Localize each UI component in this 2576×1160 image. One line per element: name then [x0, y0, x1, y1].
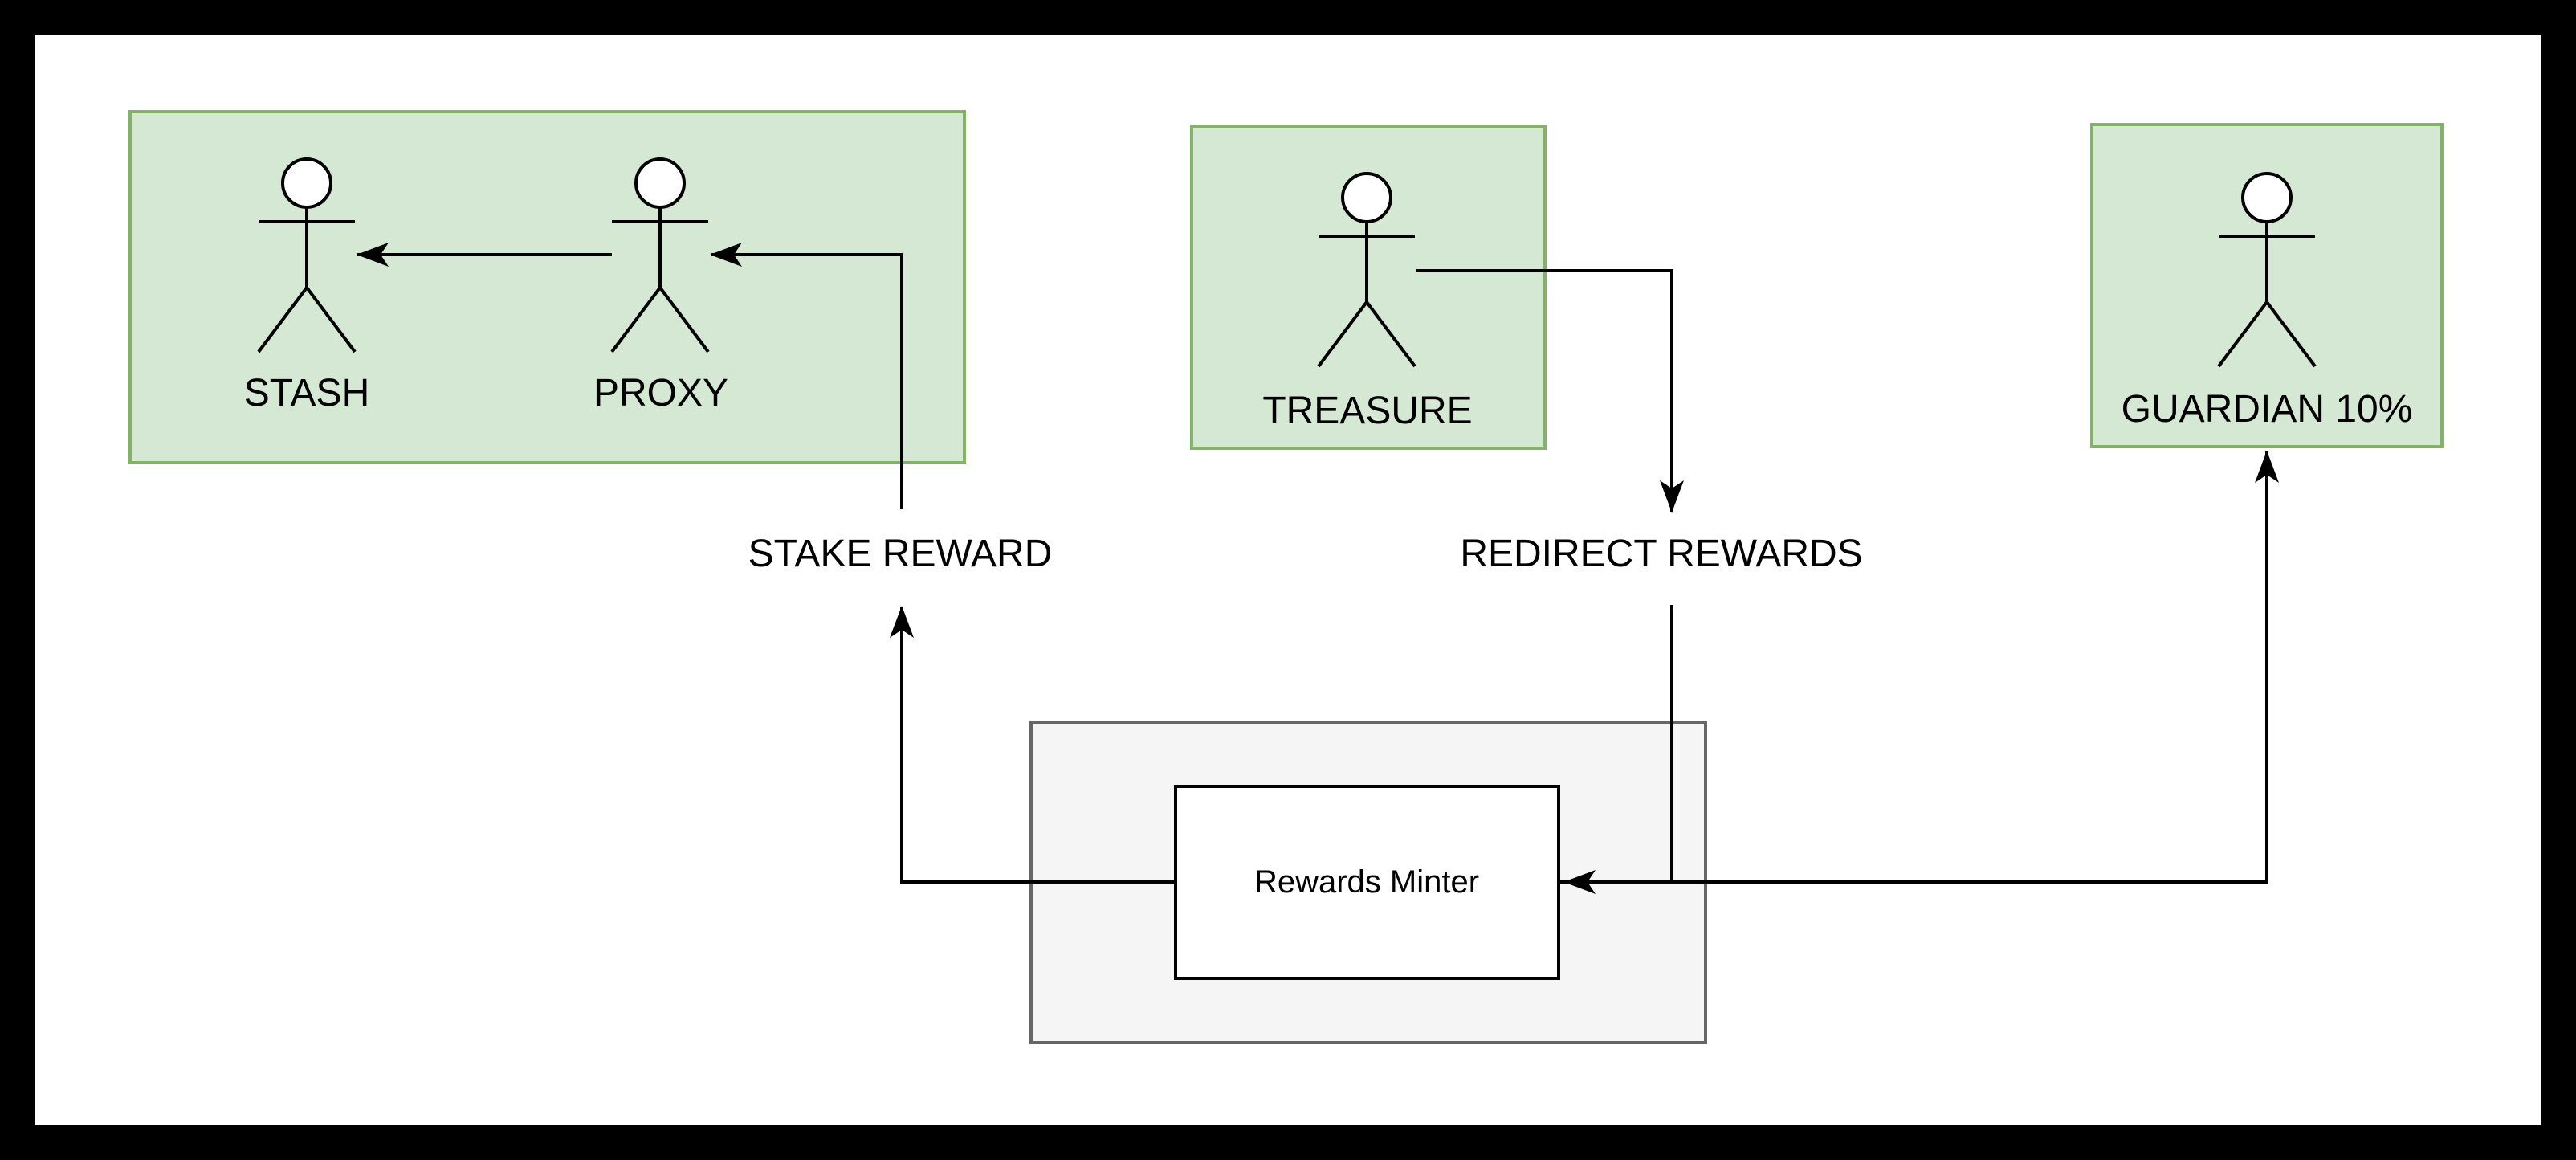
stash-label: STASH: [243, 372, 370, 415]
edge-minter-to-guardian: [1560, 451, 2279, 884]
edge-redirect-rewards-to-minter: [1563, 605, 1673, 894]
treasure-label: TREASURE: [1262, 390, 1473, 433]
rewards-minter-box: [1174, 785, 1560, 980]
treasure-stick-figure-icon: [1317, 172, 1416, 368]
edge-minter-to-stake-reward: [890, 606, 1174, 884]
rewards-minter-label: Rewards Minter: [1253, 864, 1480, 900]
group-box-stash-proxy: [128, 110, 966, 464]
guardian-label: GUARDIAN 10%: [2121, 388, 2413, 431]
edge-stake-reward-to-proxy: [710, 243, 903, 509]
edge-treasure-to-redirect-rewards: [1416, 269, 1684, 513]
redirect-rewards-edge-label: REDIRECT REWARDS: [1460, 533, 1863, 576]
stash-stick-figure-icon: [257, 157, 357, 353]
stake-reward-edge-label: STAKE REWARD: [748, 533, 1053, 576]
proxy-stick-figure-icon: [610, 157, 710, 353]
guardian-stick-figure-icon: [2217, 172, 2317, 368]
proxy-label: PROXY: [593, 372, 729, 415]
